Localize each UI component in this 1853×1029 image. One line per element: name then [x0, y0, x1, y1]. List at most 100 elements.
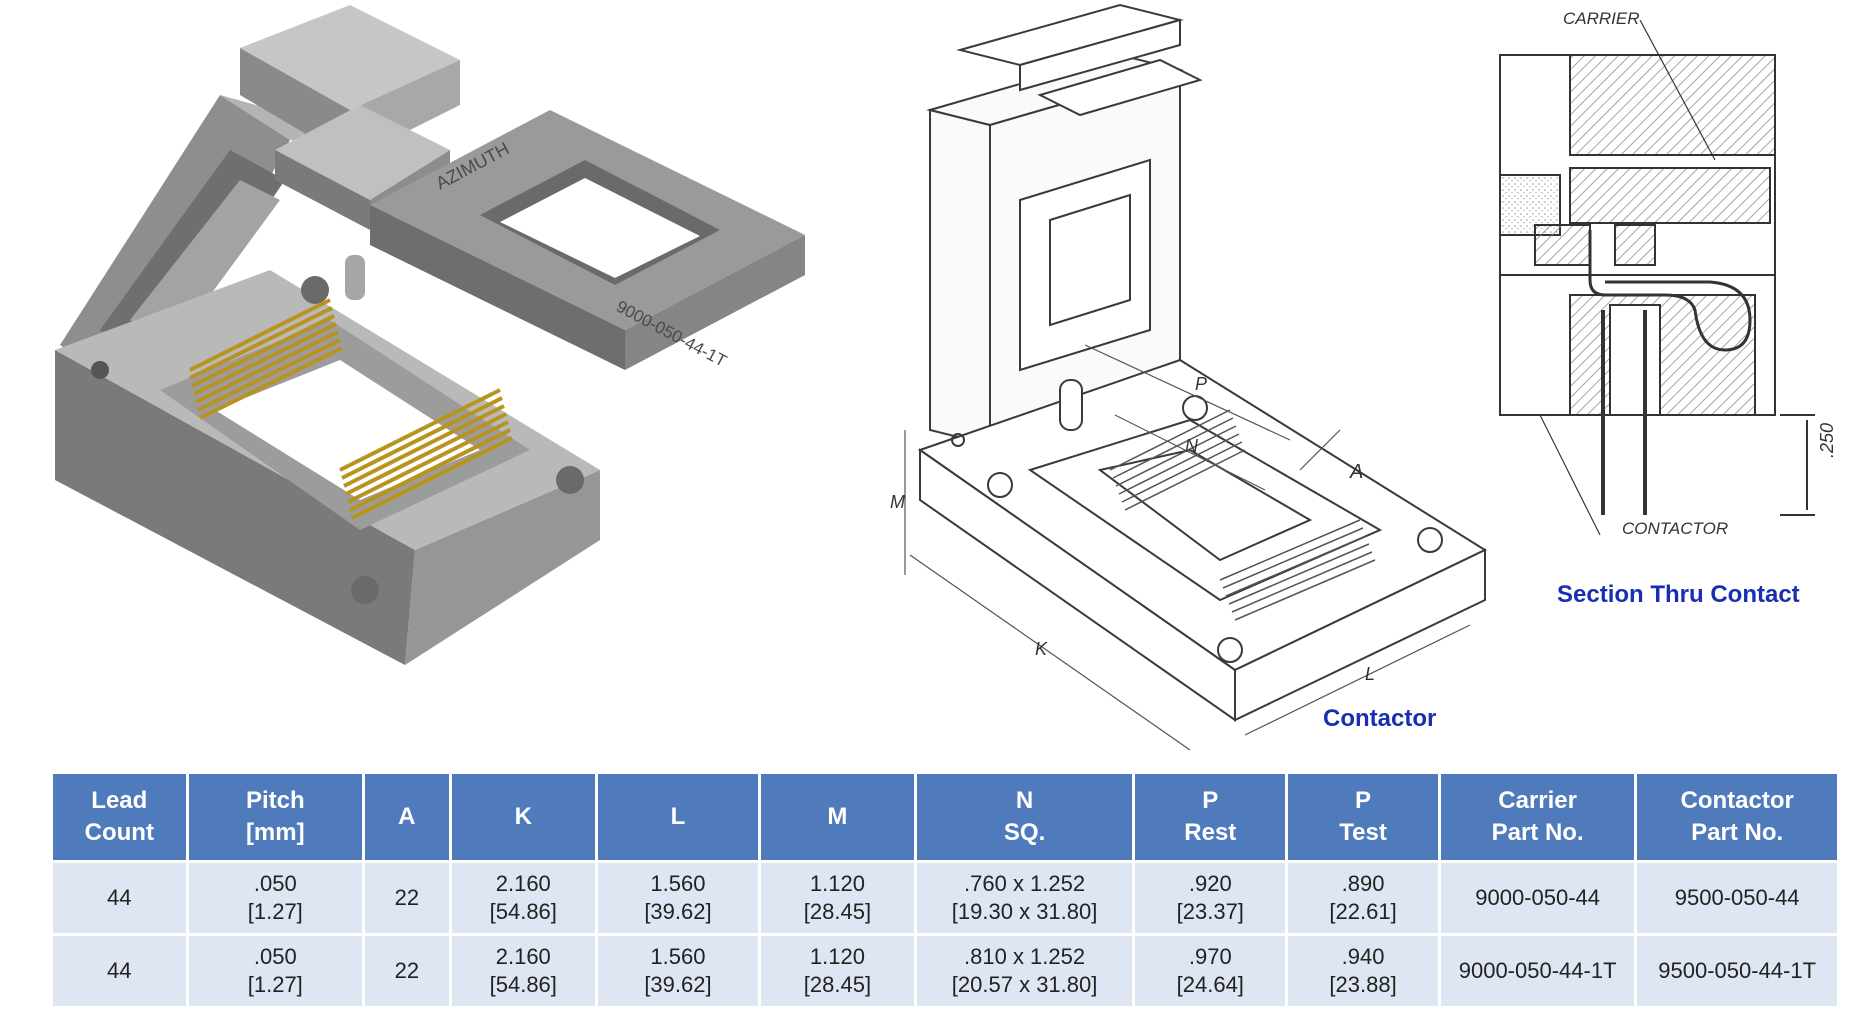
cell-line: [54.86]: [489, 972, 557, 997]
cell-line: [1.27]: [247, 899, 303, 924]
dim-a-label: A: [1349, 461, 1363, 483]
header-line: Count: [84, 819, 154, 846]
table-row: 44 .050 [1.27] 22 2.160 [54.86] 1.560 [39.6…: [53, 863, 1837, 933]
cell-line: .970: [1188, 944, 1232, 969]
cell-line: 1.120: [809, 944, 865, 969]
cell-line: .050: [253, 944, 297, 969]
cell-pitch: .050[1.27]: [188, 936, 362, 1006]
cell-line: 1.560: [650, 944, 706, 969]
dim-n-label: N: [1185, 436, 1199, 456]
header-line: SQ.: [1003, 819, 1046, 846]
contactor-dimension-lines: [904, 344, 1471, 751]
socket-carrier: AZIMUTH 9000-050-44-1T: [370, 110, 805, 371]
header-line: Pitch: [245, 787, 305, 814]
cell-line: .940: [1341, 944, 1385, 969]
cell-line: 2.160: [495, 944, 551, 969]
header-line: Test: [1339, 819, 1387, 846]
contactor-lid: [926, 3, 1203, 447]
cell-k: 2.160 [54.86]: [451, 863, 595, 933]
cell-line: [20.57 x 31.80]: [951, 972, 1098, 997]
dim-m-label: M: [890, 492, 905, 512]
header-line: Rest: [1184, 819, 1237, 846]
cell-a: 22: [364, 936, 449, 1006]
header-p-rest: P Rest: [1135, 774, 1286, 860]
cell-line: 2.160: [495, 871, 551, 896]
header-line: P: [1355, 787, 1372, 814]
header-line: K: [514, 803, 532, 830]
cell-line: .760 x 1.252: [964, 871, 1086, 896]
cell-line: [24.64]: [1176, 972, 1244, 997]
cell-line: 1.120: [809, 871, 865, 896]
header-line: N: [1015, 787, 1034, 814]
cell-p-test: .890 [22.61]: [1288, 863, 1438, 933]
section-dimension-label: .250: [1817, 422, 1838, 459]
contactor-base: [917, 358, 1488, 722]
dim-p-label: P: [1195, 374, 1207, 394]
dim-k-label: K: [1035, 639, 1048, 659]
section-drawing: [1499, 20, 1815, 536]
header-a: A: [364, 774, 449, 860]
contactor-line-drawing: P N A M K L: [890, 3, 1488, 751]
cell-line: 44: [107, 958, 132, 983]
cell-line: .920: [1188, 871, 1232, 896]
contactor-callout: CONTACTOR: [1622, 519, 1729, 538]
cell-line: [28.45]: [803, 899, 872, 924]
cell-k: 2.160 [54.86]: [451, 936, 595, 1006]
cell-line: [22.61]: [1329, 899, 1397, 924]
cell-line: 44: [107, 885, 132, 910]
cell-l: 1.560 [39.62]: [597, 863, 759, 933]
header-l: L: [597, 774, 759, 860]
header-line: Contactor: [1680, 787, 1794, 814]
cell-line: 1.560: [650, 871, 706, 896]
socket-3d-render: AZIMUTH 9000-050-44-1T: [55, 5, 805, 665]
header-n-sq: N SQ.: [916, 774, 1133, 860]
cell-contactor-part: 9500-050-44: [1637, 863, 1837, 933]
header-line: M: [827, 803, 848, 830]
cell-line: 22: [394, 958, 420, 983]
cell-line: [28.45]: [803, 972, 872, 997]
cell-line: 9500-050-44-1T: [1658, 958, 1817, 983]
header-pitch: Pitch[mm]: [188, 774, 362, 860]
dim-l-label: L: [1365, 664, 1375, 684]
section-caption: Section Thru Contact: [1557, 581, 1800, 608]
contactor-contacts: [1109, 409, 1376, 621]
table-row: 44 .050[1.27] 22 2.160 [54.86] 1.560 [39.6…: [53, 936, 1837, 1006]
cell-carrier-part: 9000-050-44: [1440, 863, 1635, 933]
cell-line: .810 x 1.252: [964, 944, 1086, 969]
cell-line: .050: [253, 871, 297, 896]
cell-lead-count: 44: [53, 863, 186, 933]
cell-line: [23.37]: [1176, 899, 1244, 924]
cell-n-sq: .760 x 1.252 [19.30 x 31.80]: [916, 863, 1133, 933]
header-line: Part No.: [1691, 819, 1784, 846]
header-line: Part No.: [1491, 819, 1584, 846]
header-line: P: [1202, 787, 1219, 814]
cell-line: [19.30 x 31.80]: [951, 899, 1098, 924]
cell-line: 9500-050-44: [1674, 885, 1800, 910]
header-line: A: [398, 803, 416, 830]
cell-line: [39.62]: [644, 899, 712, 924]
cell-line: 9000-050-44: [1475, 885, 1601, 910]
cell-contactor-part: 9500-050-44-1T: [1637, 936, 1837, 1006]
cell-p-rest: .920 [23.37]: [1135, 863, 1286, 933]
header-m: M: [761, 774, 914, 860]
cell-line: [54.86]: [489, 899, 557, 924]
header-line: Lead: [91, 787, 148, 814]
cell-line: .890: [1341, 871, 1385, 896]
carrier-callout: CARRIER: [1563, 9, 1640, 28]
cell-pitch: .050 [1.27]: [188, 863, 362, 933]
cell-line: 22: [394, 885, 420, 910]
cell-line: [23.88]: [1329, 972, 1397, 997]
header-line: L: [670, 803, 686, 830]
contactor-caption: Contactor: [1323, 705, 1437, 732]
socket-contacts: [189, 298, 513, 520]
header-p-test: P Test: [1288, 774, 1438, 860]
cell-p-test: .940 [23.88]: [1288, 936, 1438, 1006]
cell-lead-count: 44: [53, 936, 186, 1006]
cell-m: 1.120 [28.45]: [761, 936, 914, 1006]
cell-m: 1.120 [28.45]: [761, 863, 914, 933]
cell-line: [39.62]: [644, 972, 712, 997]
